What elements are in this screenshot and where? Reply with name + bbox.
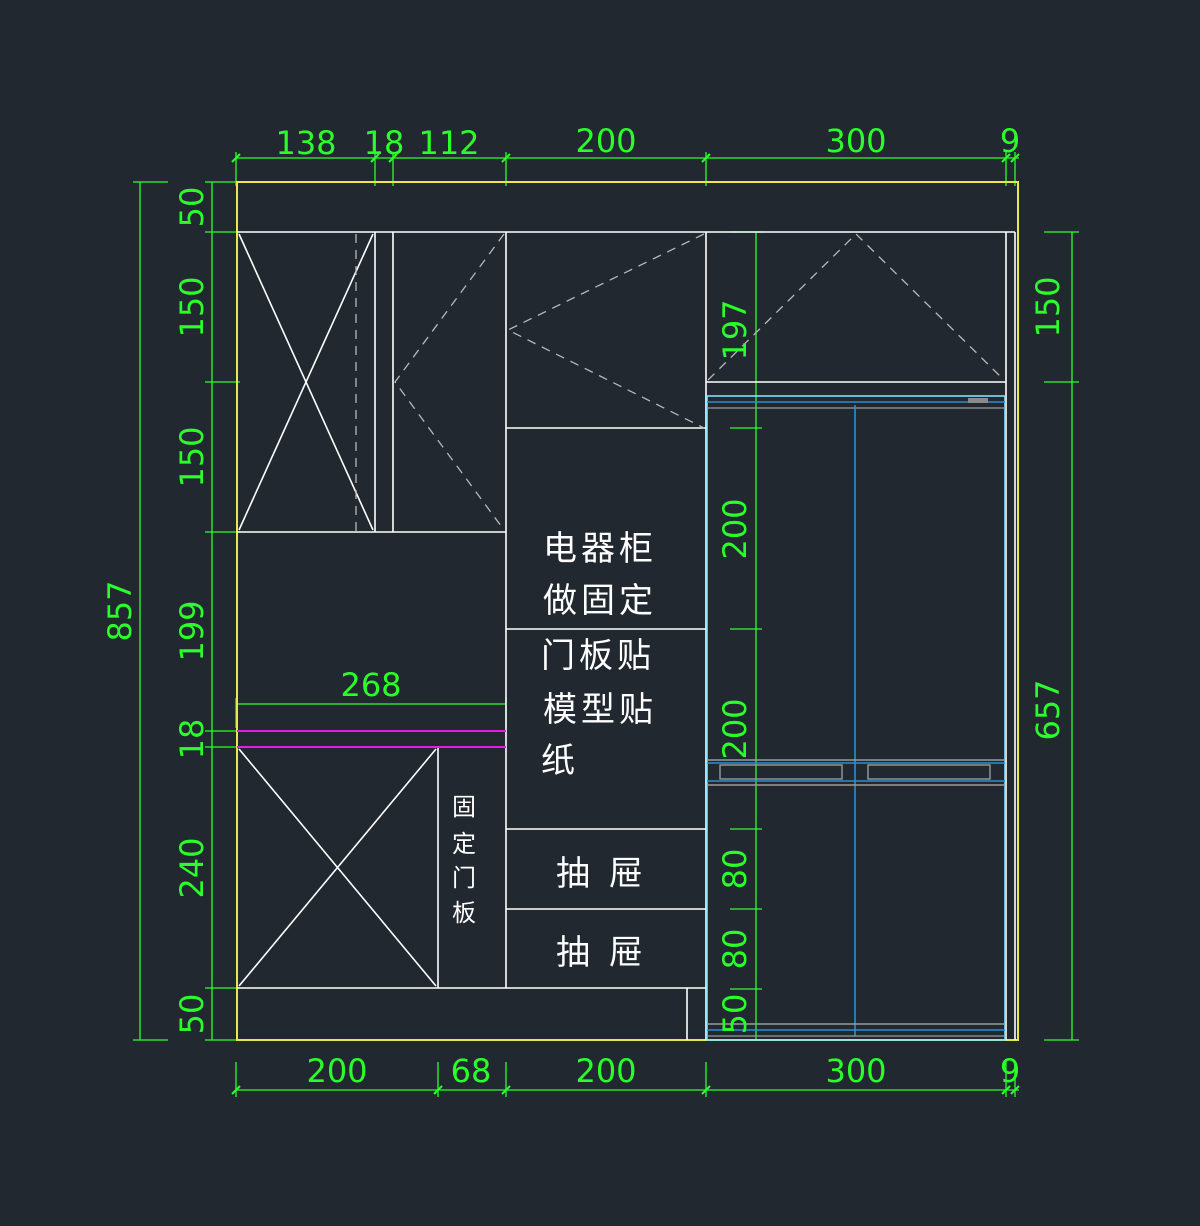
dim-mid-top: 197 (716, 299, 754, 360)
dim-top-6: 9 (1000, 122, 1020, 160)
outer-frame (236, 181, 1019, 1041)
dimension-lines (133, 152, 1079, 1097)
dim-left-7: 50 (173, 994, 211, 1035)
dim-bottom-5: 9 (1000, 1052, 1020, 1090)
dim-mid-3: 80 (716, 849, 754, 890)
top-dimension-labels: 138 18 112 200 300 9 (275, 122, 1020, 162)
drawer-label-2: 抽 屉 (556, 933, 647, 973)
dim-left-total: 857 (101, 580, 139, 641)
middle-dimension-labels: 197 200 200 80 80 50 (716, 299, 754, 1034)
dim-right-2: 657 (1029, 679, 1067, 740)
note-line-2: 做固定 (543, 581, 657, 621)
dim-left-5: 18 (173, 719, 211, 760)
note-line-3: 门板贴 (541, 636, 655, 676)
note-line-1: 电器柜 (543, 529, 657, 569)
dim-left-3: 150 (173, 426, 211, 487)
dim-mid-4: 80 (716, 929, 754, 970)
dim-left-4: 199 (173, 600, 211, 661)
dim-right-1: 150 (1029, 276, 1067, 337)
dim-bottom-1: 200 (306, 1052, 367, 1090)
hidden-lines (355, 233, 1005, 532)
shelf-accent (237, 730, 506, 748)
dim-mid-2: 200 (716, 698, 754, 759)
sliding-doors (706, 395, 1006, 1041)
fixed-door-char-4: 板 (452, 899, 476, 927)
note-line-5: 纸 (541, 741, 579, 781)
dimension-ticks (231, 153, 1020, 1095)
appliance-cabinet-note: 电器柜 做固定 门板贴 模型贴 纸 (541, 529, 657, 781)
dim-top-5: 300 (825, 122, 886, 160)
note-line-4: 模型贴 (543, 690, 657, 730)
dim-left-1: 50 (173, 187, 211, 228)
dim-top-4: 200 (575, 122, 636, 160)
fixed-door-char-2: 定 (452, 830, 476, 858)
dim-bottom-2: 68 (451, 1052, 492, 1090)
left-dimension-labels: 50 150 150 199 18 240 50 857 (101, 187, 211, 1035)
dim-left-2: 150 (173, 276, 211, 337)
dim-mid-5: 50 (716, 994, 754, 1035)
dim-top-1: 138 (275, 124, 336, 162)
dim-bottom-3: 200 (575, 1052, 636, 1090)
dim-shelf-width: 268 (340, 666, 401, 704)
dim-top-3: 112 (418, 124, 479, 162)
fixed-door-label: 固 定 门 板 (452, 793, 476, 927)
bottom-dimension-labels: 200 68 200 300 9 (306, 1052, 1020, 1090)
wardrobe-shelf (707, 759, 1005, 786)
dim-mid-1: 200 (716, 498, 754, 559)
cabinet-body (237, 231, 1016, 1040)
drawer-label-1: 抽 屉 (556, 854, 647, 894)
dim-bottom-4: 300 (825, 1052, 886, 1090)
dim-top-2: 18 (364, 124, 405, 162)
fixed-door-char-3: 门 (452, 864, 476, 892)
fixed-door-char-1: 固 (452, 793, 476, 821)
dim-left-6: 240 (173, 837, 211, 898)
right-dimension-labels: 150 657 (1029, 276, 1067, 740)
